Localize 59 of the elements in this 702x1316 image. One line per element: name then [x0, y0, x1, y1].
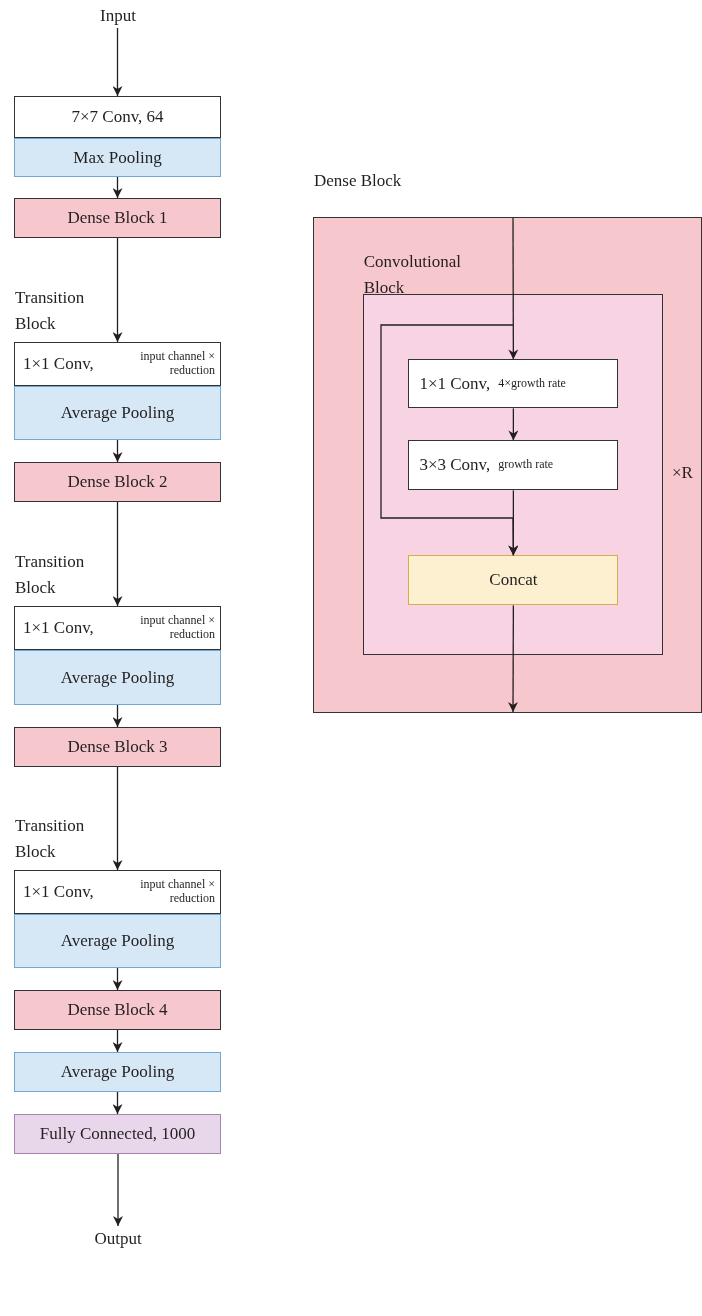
- layer-box: [408, 440, 619, 491]
- arrow: [112, 1091, 123, 1115]
- layer-label: 1×1 Conv,: [23, 618, 94, 638]
- layer-label: Fully Connected, 1000: [39, 1124, 196, 1144]
- dense-block-box: [14, 990, 221, 1030]
- layer-label: Dense Block 2: [67, 472, 168, 492]
- flow-label: Output: [94, 1229, 142, 1249]
- parameter-text: input channel × reduction: [139, 614, 215, 642]
- parameter-text: input channel × reduction: [139, 350, 215, 378]
- layer-label: 1×1 Conv,: [419, 373, 491, 394]
- arrow: [112, 439, 123, 463]
- parameter-text: 4×growth rate: [498, 376, 566, 391]
- dense-block-box: [14, 462, 221, 502]
- parameter-text: input channel × reduction: [139, 878, 215, 906]
- layer-label: Average Pooling: [60, 403, 175, 423]
- layer-label: Dense Block 4: [67, 1000, 168, 1020]
- arrow: [112, 1029, 123, 1053]
- layer-box: [408, 359, 619, 409]
- pooling-box: [14, 386, 221, 440]
- block-heading: Dense Block: [314, 170, 403, 192]
- block-caption: Transition Block: [15, 815, 86, 863]
- layer-box: [14, 96, 221, 138]
- pooling-box: [14, 650, 221, 705]
- layer-label: Average Pooling: [60, 931, 175, 951]
- parameter-text: growth rate: [498, 458, 554, 473]
- block-caption: Transition Block: [15, 551, 86, 599]
- dense-block-box: [14, 727, 221, 767]
- arrow: [112, 27, 123, 97]
- layer-label: 7×7 Conv, 64: [71, 107, 164, 127]
- layer-label: Max Pooling: [73, 147, 162, 168]
- arrow: [113, 1153, 123, 1227]
- arrow: [112, 501, 123, 607]
- concat-box: [408, 555, 619, 606]
- arrow: [112, 704, 123, 728]
- arrow: [112, 967, 123, 991]
- arrow: [508, 604, 519, 713]
- arrow: [508, 217, 519, 361]
- arrow: [508, 489, 519, 557]
- layer-label: 3×3 Conv,: [419, 455, 491, 476]
- dense-block-box: [14, 198, 221, 238]
- layer-label: Average Pooling: [60, 1062, 175, 1082]
- block-caption: Transition Block: [15, 287, 86, 335]
- pooling-box: [14, 1052, 221, 1092]
- layer-label: Dense Block 3: [67, 737, 168, 757]
- pooling-box: [14, 138, 221, 177]
- arrow: [112, 176, 123, 199]
- pooling-box: [14, 914, 221, 968]
- arrow: [508, 407, 519, 442]
- repeat-label: ×R: [672, 463, 693, 483]
- block-heading: Convolutional Block: [363, 250, 462, 299]
- flow-label: Input: [100, 6, 136, 26]
- layer-label: Concat: [489, 570, 538, 591]
- layer-label: 1×1 Conv,: [23, 882, 94, 902]
- layer-label: 1×1 Conv,: [23, 354, 94, 374]
- arrow: [112, 766, 123, 871]
- layer-label: Average Pooling: [60, 667, 175, 688]
- layer-label: Dense Block 1: [67, 208, 168, 228]
- fully-connected-box: [14, 1114, 221, 1154]
- arrow: [112, 237, 123, 343]
